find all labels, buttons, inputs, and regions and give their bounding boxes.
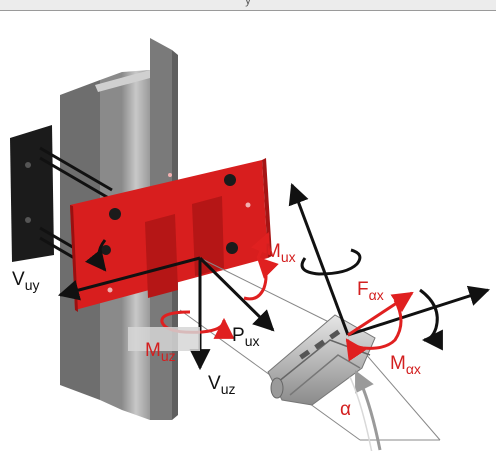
column-base-panel bbox=[128, 327, 200, 351]
mux-rotation-arrow bbox=[243, 256, 279, 301]
bar-local-axes bbox=[288, 183, 490, 362]
label-mux: Mux bbox=[265, 241, 296, 265]
label-vuy: Vuy bbox=[12, 269, 40, 293]
label-max: Mαx bbox=[390, 353, 421, 377]
title-bar-text: y bbox=[245, 0, 251, 7]
bolt-head-icon bbox=[109, 208, 121, 220]
fax-arrow bbox=[347, 291, 414, 337]
bolt-head-icon bbox=[226, 242, 238, 254]
inclination-arrow bbox=[349, 370, 382, 451]
label-alpha: α bbox=[340, 399, 351, 420]
label-fax: Fαx bbox=[357, 279, 384, 303]
label-vuz: Vuz bbox=[208, 373, 236, 397]
label-muz: Muz bbox=[145, 340, 176, 364]
vertical-rotation-arrow bbox=[300, 248, 362, 276]
max-rotation-arrow bbox=[345, 299, 403, 362]
horizontal-rotation-arrow bbox=[419, 288, 443, 351]
title-bar-border bbox=[0, 10, 496, 11]
vuy-arrow bbox=[57, 256, 201, 301]
inclined-bar bbox=[267, 314, 376, 406]
pux-arrow bbox=[198, 256, 275, 332]
bolt-head-icon bbox=[224, 174, 236, 186]
vuy-rotation-arrow bbox=[84, 239, 107, 272]
label-pux: Pux bbox=[232, 325, 260, 349]
vertical-axis-arrow bbox=[288, 183, 350, 336]
horizontal-axis-arrow bbox=[347, 285, 490, 337]
